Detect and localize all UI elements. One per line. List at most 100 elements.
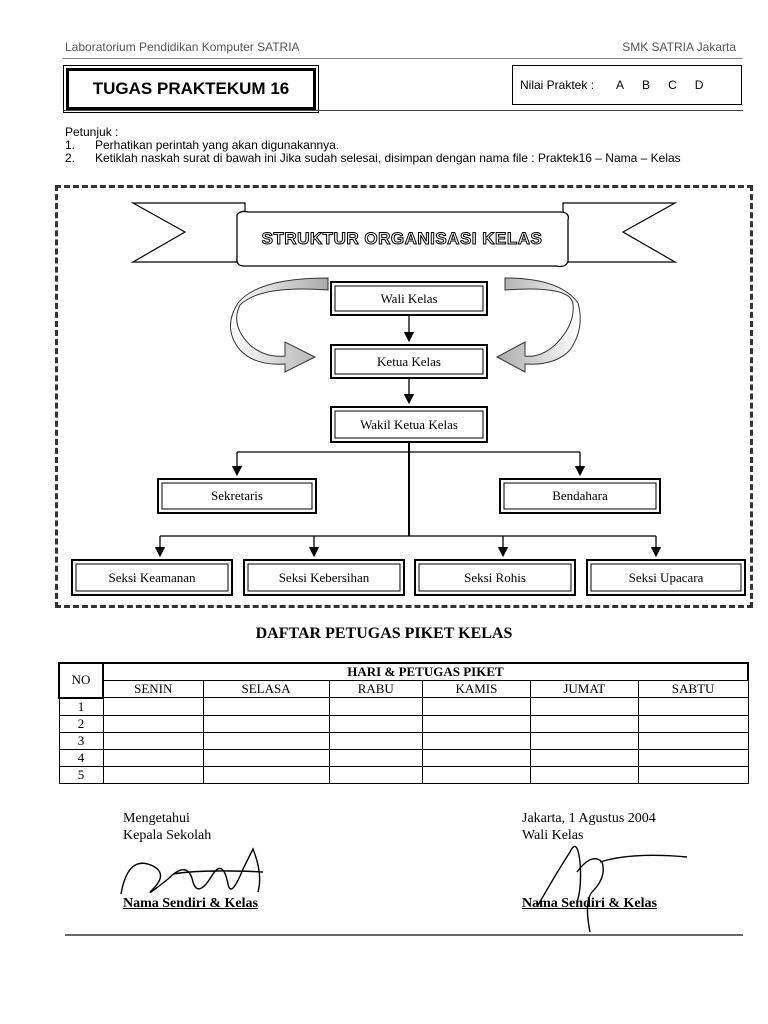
header-day: RABU bbox=[328, 680, 423, 698]
table-cell bbox=[202, 731, 330, 750]
table-cell bbox=[328, 765, 423, 784]
grade-box: Nilai Praktek : A B C D bbox=[512, 65, 742, 105]
table-row: 3 bbox=[58, 731, 749, 750]
instruction-number: 2. bbox=[65, 151, 76, 165]
box-wali-kelas: Wali Kelas bbox=[330, 281, 488, 316]
grade-option-c: C bbox=[668, 78, 677, 92]
label-seksi-rohis: Seksi Rohis bbox=[464, 570, 526, 585]
table-cell bbox=[202, 765, 330, 784]
row-number: 4 bbox=[58, 748, 104, 767]
table-cell bbox=[102, 714, 204, 733]
table-header-row: NO HARI & PETUGAS PIKET bbox=[58, 662, 749, 699]
table-row: 2 bbox=[58, 714, 749, 733]
table-cell bbox=[328, 748, 423, 767]
label-sekretaris: Sekretaris bbox=[211, 488, 263, 503]
table-cell bbox=[637, 714, 749, 733]
curved-arrow-left-icon bbox=[230, 277, 329, 373]
header-day: SELASA bbox=[202, 680, 330, 698]
header-day: JUMAT bbox=[529, 680, 639, 698]
signature-right: Jakarta, 1 Agustus 2004 Wali Kelas Nama … bbox=[522, 810, 722, 940]
header-day: SABTU bbox=[637, 680, 749, 698]
table-cell bbox=[529, 714, 639, 733]
table-cell bbox=[529, 697, 639, 716]
grade-option-a: A bbox=[616, 78, 625, 92]
header-day: SENIN bbox=[102, 680, 204, 698]
box-seksi-upacara: Seksi Upacara bbox=[586, 559, 746, 596]
label-bendahara: Bendahara bbox=[552, 488, 608, 503]
box-seksi-keamanan: Seksi Keamanan bbox=[71, 559, 233, 596]
table-cell bbox=[637, 697, 749, 716]
sig-left-name: Nama Sendiri & Kelas bbox=[123, 896, 258, 911]
org-chart-frame bbox=[55, 185, 753, 608]
box-ketua-kelas: Ketua Kelas bbox=[330, 344, 488, 379]
curved-arrow-right-icon bbox=[495, 277, 581, 373]
table-cell bbox=[102, 731, 204, 750]
box-bendahara: Bendahara bbox=[499, 478, 661, 514]
grade-label: Nilai Praktek : bbox=[520, 78, 595, 92]
instruction-item: 1. Perhatikan perintah yang akan digunak… bbox=[65, 139, 681, 152]
header-school-lab: Laboratorium Pendidikan Komputer SATRIA bbox=[65, 40, 300, 54]
sig-right-line2: Wali Kelas bbox=[522, 828, 584, 843]
header-group: HARI & PETUGAS PIKET bbox=[102, 662, 749, 681]
instruction-number: 1. bbox=[65, 138, 76, 152]
signature-left: Mengetahui Kepala Sekolah Nama Sendiri &… bbox=[120, 810, 323, 911]
sig-left-line1: Mengetahui bbox=[123, 811, 190, 826]
header-no: NO bbox=[58, 662, 104, 699]
instruction-text: Ketiklah naskah surat di bawah ini Jika … bbox=[95, 151, 681, 165]
table-cell bbox=[529, 731, 639, 750]
box-seksi-kebersihan: Seksi Kebersihan bbox=[243, 559, 405, 596]
table-cell bbox=[421, 748, 531, 767]
sig-right-line1: Jakarta, 1 Agustus 2004 bbox=[522, 811, 656, 826]
label-seksi-upacara: Seksi Upacara bbox=[629, 570, 704, 585]
table-cell bbox=[421, 697, 531, 716]
instructions: Petunjuk : 1. Perhatikan perintah yang a… bbox=[65, 126, 681, 165]
table-cell bbox=[328, 697, 423, 716]
header-school-name: SMK SATRIA Jakarta bbox=[622, 40, 736, 54]
piket-table: NO HARI & PETUGAS PIKET SENIN SELASA RAB… bbox=[58, 662, 749, 784]
row-number: 1 bbox=[58, 697, 104, 716]
table-cell bbox=[102, 697, 204, 716]
header-day: KAMIS bbox=[421, 680, 531, 698]
label-wali-kelas: Wali Kelas bbox=[380, 291, 437, 306]
sig-right-name: Nama Sendiri & Kelas bbox=[522, 896, 657, 911]
row-number: 3 bbox=[58, 731, 104, 750]
box-sekretaris: Sekretaris bbox=[157, 478, 317, 514]
table-row: 5 bbox=[58, 765, 749, 784]
label-seksi-kebersihan: Seksi Kebersihan bbox=[279, 570, 370, 585]
table-cell bbox=[421, 731, 531, 750]
instruction-item: 2. Ketiklah naskah surat di bawah ini Ji… bbox=[65, 152, 681, 165]
instructions-heading: Petunjuk : bbox=[65, 125, 119, 139]
row-number: 2 bbox=[58, 714, 104, 733]
row-number: 5 bbox=[58, 765, 104, 784]
banner-ribbon bbox=[130, 202, 678, 268]
table-cell bbox=[637, 748, 749, 767]
table-days-row: SENIN SELASA RABU KAMIS JUMAT SABTU bbox=[59, 680, 749, 698]
table-cell bbox=[637, 731, 749, 750]
piket-title: DAFTAR PETUGAS PIKET KELAS bbox=[255, 625, 513, 642]
table-cell bbox=[637, 765, 749, 784]
grade-option-d: D bbox=[694, 78, 704, 92]
table-cell bbox=[202, 748, 330, 767]
header-divider bbox=[63, 58, 743, 59]
table-cell bbox=[328, 731, 423, 750]
assignment-title: TUGAS PRAKTEKUM 16 bbox=[66, 68, 316, 110]
banner-title: STRUKTUR ORGANISASI KELAS bbox=[262, 229, 543, 248]
assignment-title-box: TUGAS PRAKTEKUM 16 bbox=[63, 65, 319, 113]
table-cell bbox=[328, 714, 423, 733]
table-cell bbox=[202, 714, 330, 733]
table-row: 4 bbox=[58, 748, 749, 767]
org-connectors bbox=[154, 315, 662, 558]
grade-option-b: B bbox=[642, 78, 651, 92]
table-cell bbox=[529, 765, 639, 784]
box-wakil-ketua: Wakil Ketua Kelas bbox=[330, 406, 488, 443]
sig-left-line2: Kepala Sekolah bbox=[123, 828, 212, 843]
signature-scribble-left bbox=[120, 847, 264, 895]
table-cell bbox=[421, 714, 531, 733]
footer-divider bbox=[65, 934, 743, 936]
title-divider bbox=[63, 110, 743, 111]
label-seksi-keamanan: Seksi Keamanan bbox=[108, 570, 196, 585]
table-cell bbox=[102, 748, 204, 767]
label-wakil-ketua: Wakil Ketua Kelas bbox=[360, 417, 458, 432]
box-seksi-rohis: Seksi Rohis bbox=[414, 559, 576, 596]
